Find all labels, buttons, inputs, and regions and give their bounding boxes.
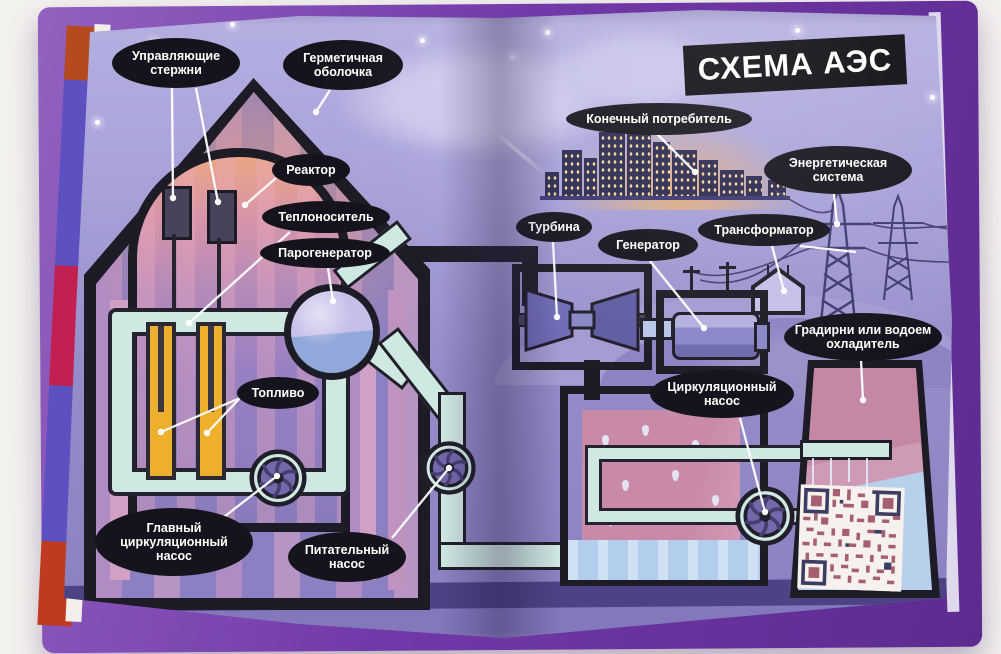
- label-text: Управляющие стержни: [131, 49, 221, 77]
- generator-shaft-cap: [754, 322, 770, 352]
- droplet-icon: [642, 425, 649, 436]
- control-rod: [207, 190, 237, 244]
- label-containment: Герметичная оболочка: [283, 40, 403, 90]
- label-text: Турбина: [528, 220, 580, 234]
- power-pole: [726, 262, 729, 292]
- star-icon: [230, 22, 235, 27]
- water-drip: [812, 458, 814, 486]
- control-rod: [162, 186, 192, 240]
- droplet-icon: [622, 480, 629, 491]
- water-drip: [848, 458, 850, 482]
- condenser-water: [568, 540, 760, 580]
- turbine-frame: [512, 264, 652, 370]
- label-reactor: Реактор: [272, 154, 350, 186]
- label-text: Трансформатор: [714, 223, 814, 237]
- power-pole-crossarm: [719, 266, 736, 269]
- star-icon: [420, 38, 425, 43]
- label-end-consumer: Конечный потребитель: [566, 103, 752, 135]
- turbine-icon: [518, 287, 646, 353]
- droplet-icon: [672, 470, 679, 481]
- label-text: Парогенератор: [278, 246, 372, 260]
- droplet-icon: [712, 495, 719, 506]
- label-generator: Генератор: [598, 229, 698, 261]
- city-skyline: [540, 118, 790, 202]
- power-pole-crossarm: [683, 270, 700, 273]
- building: [562, 150, 582, 196]
- building: [653, 142, 670, 196]
- power-pylon-icon: [687, 186, 952, 333]
- building: [699, 160, 718, 196]
- label-text: Герметичная оболочка: [303, 51, 383, 79]
- label-text: Главный циркуляционный насос: [120, 521, 228, 563]
- label-text: Реактор: [286, 163, 336, 177]
- label-feed-pump: Питательный насос: [288, 532, 406, 582]
- droplet-icon: [602, 435, 609, 446]
- label-text: Теплоноситель: [278, 210, 374, 224]
- label-text: Топливо: [251, 386, 305, 400]
- label-fuel: Топливо: [237, 377, 319, 409]
- building: [599, 132, 625, 196]
- building: [746, 176, 762, 196]
- star-icon: [930, 95, 935, 100]
- inserted-rod: [158, 326, 164, 412]
- star-icon: [795, 28, 800, 33]
- sprinkler-pipe: [800, 440, 892, 460]
- inserted-rod: [208, 326, 214, 412]
- label-text: Циркуляционный насос: [667, 380, 777, 408]
- label-main-circulation-pump: Главный циркуляционный насос: [95, 508, 253, 576]
- water-drip: [830, 458, 832, 498]
- label-text: Генератор: [616, 238, 680, 252]
- control-rod-shaft: [217, 238, 221, 332]
- label-energy-system: Энергетическая система: [764, 146, 912, 194]
- label-text: Градирни или водоем охладитель: [794, 323, 932, 351]
- power-pole: [690, 266, 693, 292]
- droplet-icon: [692, 440, 699, 451]
- building: [584, 158, 597, 196]
- label-text: Конечный потребитель: [586, 112, 732, 126]
- building: [545, 172, 559, 196]
- control-rod-shaft: [172, 234, 176, 332]
- steam-main-pipe: [408, 246, 538, 262]
- star-icon: [95, 120, 100, 125]
- star-icon: [545, 30, 550, 35]
- building: [720, 170, 744, 196]
- page-title-text: СХЕМА АЭС: [696, 41, 893, 88]
- label-text: Питательный насос: [304, 543, 390, 571]
- label-cooling-towers: Градирни или водоем охладитель: [784, 313, 942, 361]
- label-steam-generator: Парогенератор: [260, 238, 390, 268]
- label-coolant: Теплоноситель: [262, 201, 390, 233]
- city-baseline: [540, 196, 790, 200]
- label-transformer: Трансформатор: [698, 214, 830, 246]
- label-turbine: Турбина: [516, 212, 592, 242]
- label-control-rods: Управляющие стержни: [112, 38, 240, 88]
- condenser-body: [582, 410, 740, 560]
- building: [627, 124, 651, 196]
- label-text: Энергетическая система: [788, 156, 888, 184]
- column: [360, 330, 376, 580]
- water-drip: [866, 458, 868, 494]
- label-circulation-pump: Циркуляционный насос: [650, 370, 794, 418]
- qr-code: [797, 484, 905, 592]
